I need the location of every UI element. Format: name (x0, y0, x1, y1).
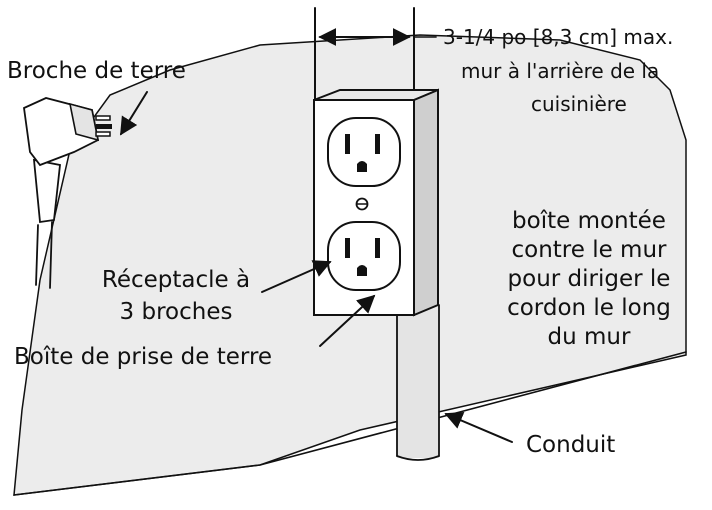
slot-left (345, 238, 350, 258)
label-ground-box: Boîte de prise de terre (14, 344, 272, 370)
receptacle-arrow (261, 260, 332, 293)
plug-prong-middle (96, 124, 112, 129)
label-receptacle-line-2: 3 broches (120, 299, 233, 325)
ground-prong-arrow (120, 91, 148, 136)
plug-neck (32, 158, 61, 224)
label-dimension: 3-1/4 po [8,3 cm] max. (443, 25, 673, 49)
plug (23, 97, 112, 289)
plug-face (68, 102, 100, 142)
plug-cord (35, 221, 53, 289)
label-conduit: Conduit (526, 432, 615, 458)
box-side (413, 88, 439, 317)
ground-hole (357, 265, 367, 276)
slot-right (375, 134, 380, 154)
label-box-mounted-line-5: du mur (548, 324, 631, 350)
label-box-mounted-line-1: boîte montée (512, 208, 666, 234)
label-wall-behind-line-2: cuisinière (531, 92, 627, 116)
ground-box-arrow (319, 294, 376, 347)
receptacle-upper (327, 117, 401, 187)
receptacle-lower (327, 221, 401, 291)
slot-right (375, 238, 380, 258)
plug-prong-top (95, 115, 111, 121)
slot-left (345, 134, 350, 154)
conduit-pipe (396, 304, 440, 461)
label-box-mounted-line-3: pour diriger le (508, 266, 671, 292)
label-wall-behind-line-1: mur à l'arrière de la (461, 59, 659, 83)
label-receptacle-line-1: Réceptacle à (102, 267, 250, 293)
ground-hole (357, 161, 367, 172)
plug-prong-bottom (95, 131, 111, 137)
label-box-mounted-line-2: contre le mur (511, 237, 667, 263)
screw-icon (355, 197, 369, 211)
floor-line (13, 351, 687, 496)
label-box-mounted-line-4: cordon le long (507, 295, 671, 321)
label-ground-prong: Broche de terre (7, 58, 186, 84)
conduit-arrow (444, 412, 513, 443)
